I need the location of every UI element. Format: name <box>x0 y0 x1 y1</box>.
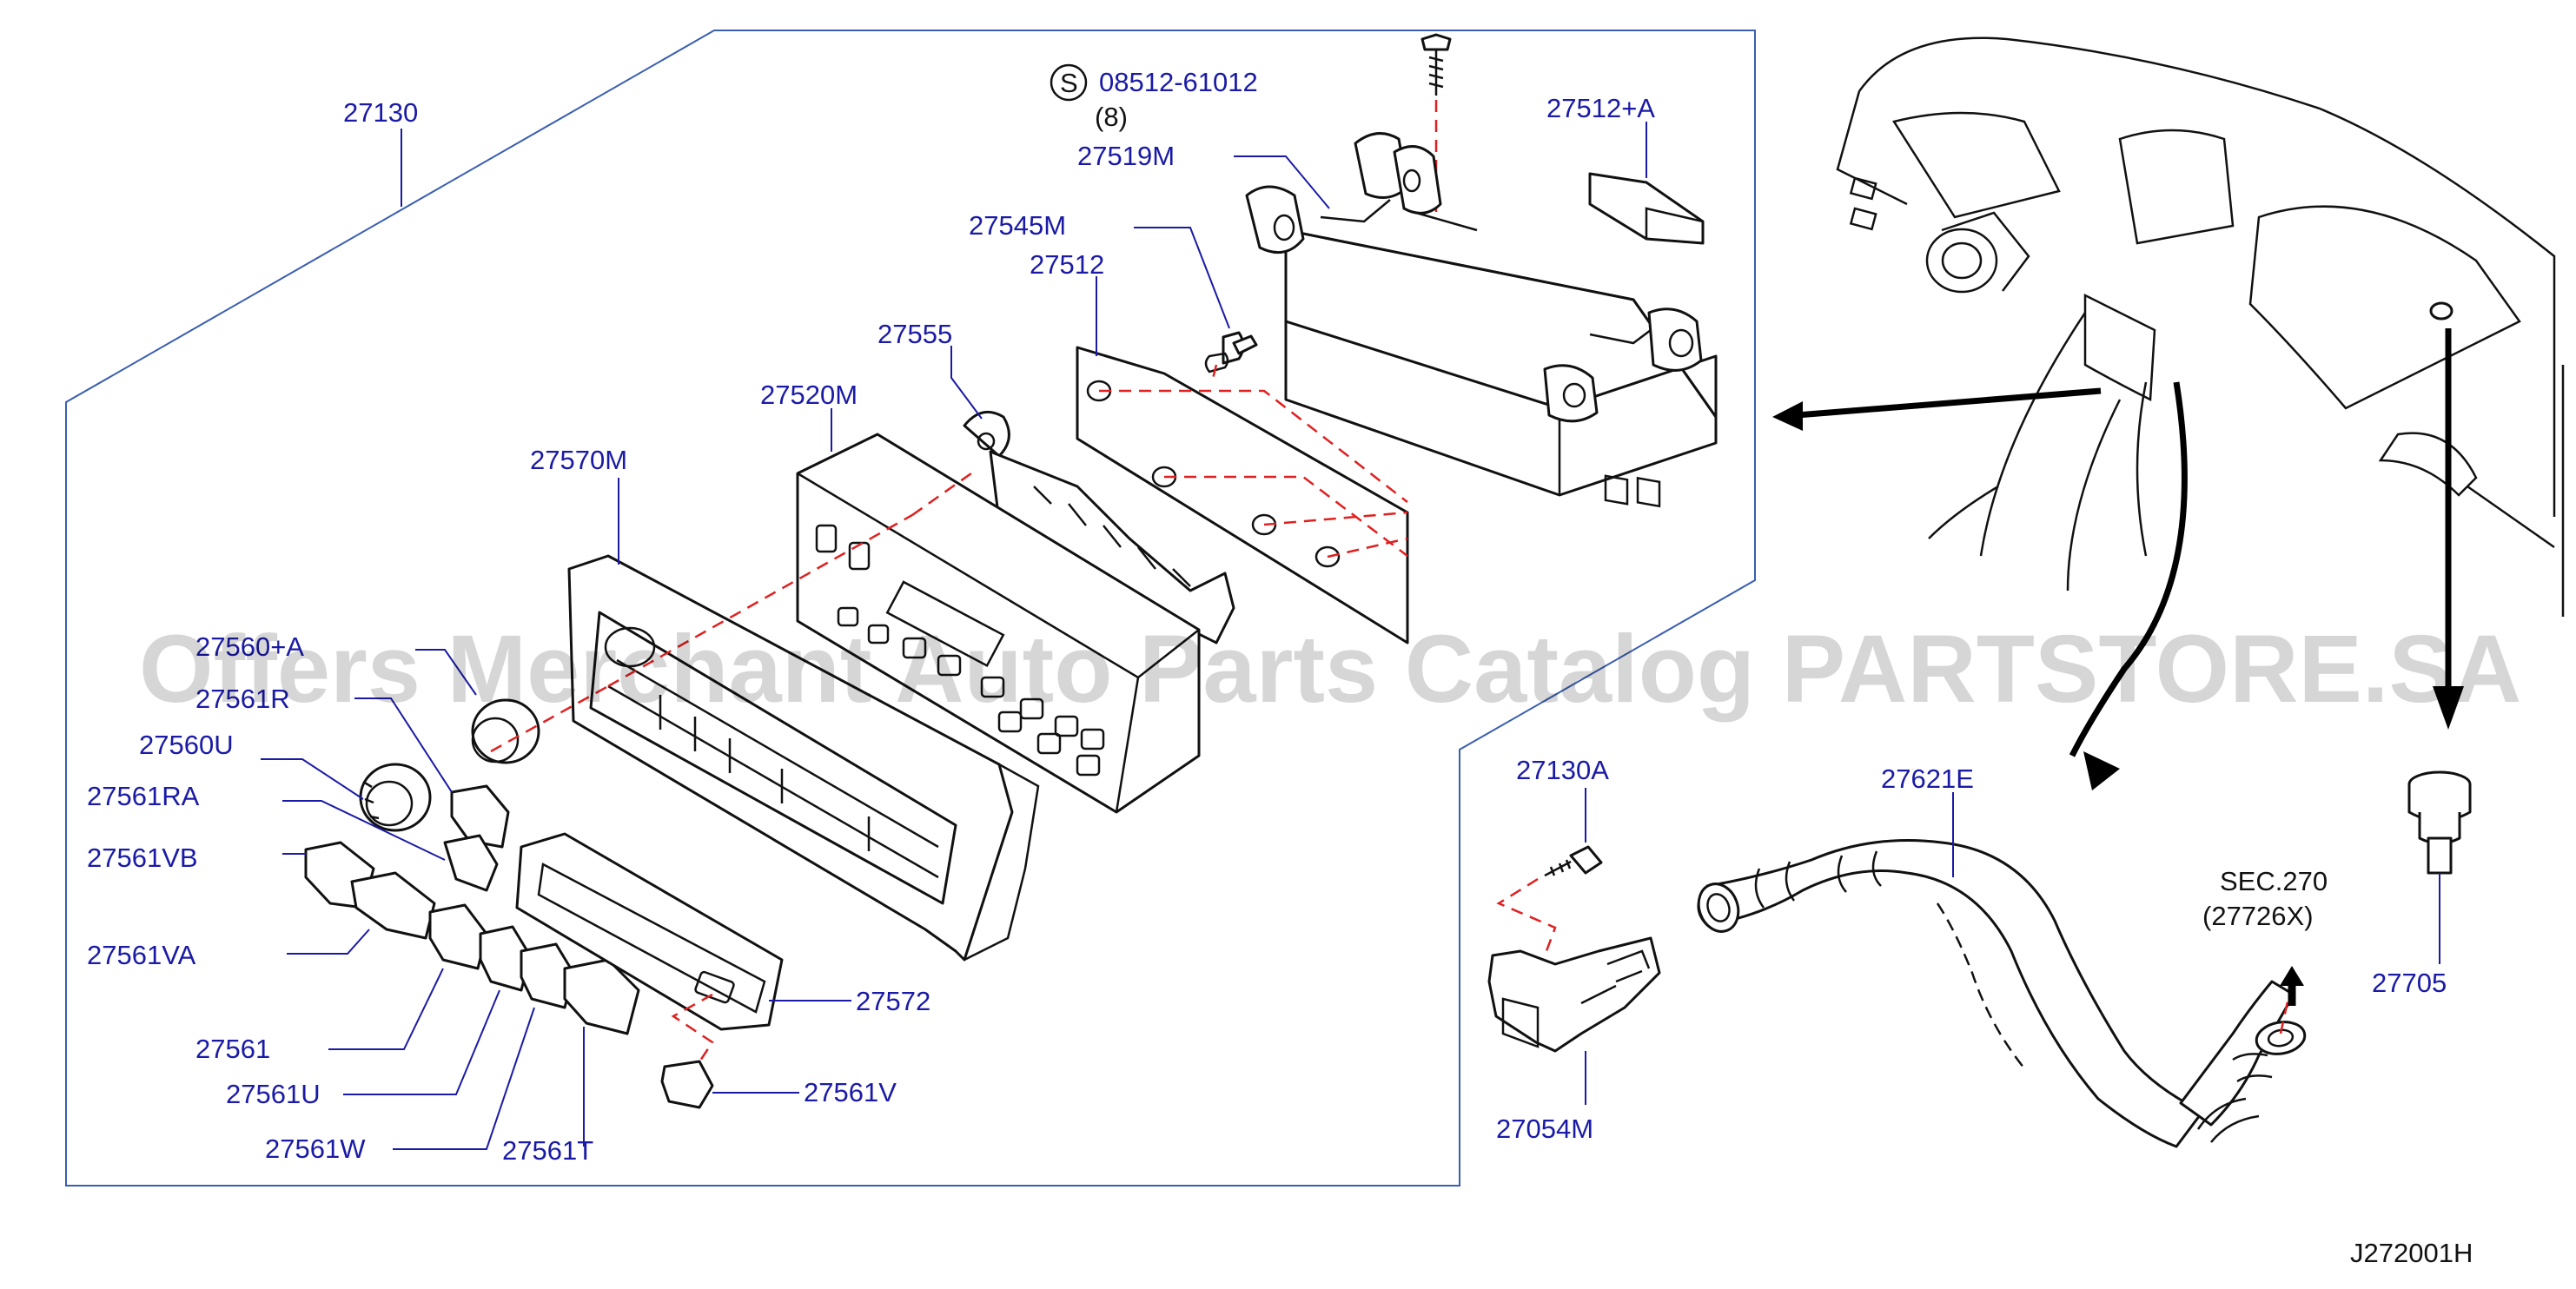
label-sec-270-ref: (27726X) <box>2202 901 2314 931</box>
label-27130a: 27130A <box>1516 755 1609 785</box>
label-27561: 27561 <box>195 1034 270 1064</box>
leader-27561 <box>328 968 444 1050</box>
grommet-27705 <box>2407 770 2472 875</box>
label-27705: 27705 <box>2372 968 2447 998</box>
diagram-id: J272001H <box>2350 1238 2473 1268</box>
knob-27560a <box>471 698 540 764</box>
arrow-to-assembly <box>1772 387 2102 431</box>
leader-27545m <box>1134 227 1230 329</box>
dashboard-view <box>1836 36 2565 617</box>
svg-text:S: S <box>1060 68 1078 98</box>
sec-ref-arrow-icon <box>2280 966 2304 1006</box>
screw-27130a-icon <box>1544 845 1603 877</box>
dash-knob-a <box>490 684 609 753</box>
label-27130: 27130 <box>343 97 418 128</box>
label-27054m: 27054M <box>1496 1114 1593 1144</box>
leader-27560a <box>415 649 477 696</box>
dash-gasket-holes <box>1099 389 1408 559</box>
button-27561v <box>660 1060 714 1109</box>
dash-finisher-to-panel <box>607 513 913 688</box>
screw-icon <box>1420 33 1452 96</box>
label-27561vb: 27561VB <box>87 843 198 873</box>
label-27561v: 27561V <box>804 1077 897 1107</box>
label-27561ra: 27561RA <box>87 781 200 811</box>
leader-27561ra <box>282 800 446 861</box>
bracket-27519m <box>1245 132 1718 497</box>
label-sec-270: SEC.270 <box>2220 866 2328 896</box>
label-08512-61012: 08512-61012 <box>1099 67 1258 97</box>
label-27560a: 27560+A <box>195 631 304 662</box>
label-27570m: 27570M <box>530 445 627 475</box>
leader-27561va <box>287 929 370 955</box>
gasket-27512 <box>1076 346 1409 644</box>
assembly-frame <box>65 30 1756 1187</box>
label-27561u: 27561U <box>226 1079 321 1109</box>
lid-27512a <box>1588 172 1705 508</box>
label-27512a: 27512+A <box>1546 93 1655 123</box>
clip-27545m <box>1204 331 1258 373</box>
label-27561w: 27561W <box>265 1134 366 1164</box>
arrow-to-hose <box>2069 381 2188 790</box>
leader-27519m <box>1234 155 1330 209</box>
leader-27560u <box>261 758 364 800</box>
label-screw-qty: (8) <box>1095 102 1128 132</box>
finisher-27570m <box>567 554 1040 962</box>
knob-27561r <box>443 784 510 892</box>
watermark: Offers Merchant Auto Parts Catalog PARTS… <box>139 616 2521 723</box>
leader-27561r <box>354 697 453 793</box>
dash-plate-to-button <box>671 993 714 1069</box>
label-27520m: 27520M <box>760 380 858 410</box>
buttons-27561-group <box>304 841 640 1035</box>
label-27560u: 27560U <box>139 730 234 760</box>
leader-27561u <box>343 989 500 1095</box>
panel-27520m <box>796 433 1201 814</box>
dash-sensor-screw <box>1496 877 1557 952</box>
label-27572: 27572 <box>856 986 930 1016</box>
label-27545m: 27545M <box>969 210 1066 241</box>
dash-panel-to-lever <box>911 467 978 517</box>
sensor-27054m <box>1487 936 1661 1053</box>
label-27561r: 27561R <box>195 684 290 714</box>
screw-symbol: S <box>1050 63 1088 102</box>
leader-27555 <box>950 346 983 420</box>
label-27561va: 27561VA <box>87 940 196 970</box>
label-27512: 27512 <box>1030 249 1104 280</box>
label-27555: 27555 <box>877 319 952 349</box>
knob-27560u <box>359 763 432 832</box>
arrow-to-grommet <box>2433 328 2464 730</box>
plate-27572 <box>515 832 784 1031</box>
label-27519m: 27519M <box>1077 141 1175 171</box>
dash-clip-to-gasket <box>1210 364 1218 383</box>
leader-27561w <box>393 1007 535 1150</box>
label-27561t: 27561T <box>502 1135 593 1166</box>
hose-27621e <box>1697 839 2307 1148</box>
label-27621e: 27621E <box>1881 763 1974 794</box>
